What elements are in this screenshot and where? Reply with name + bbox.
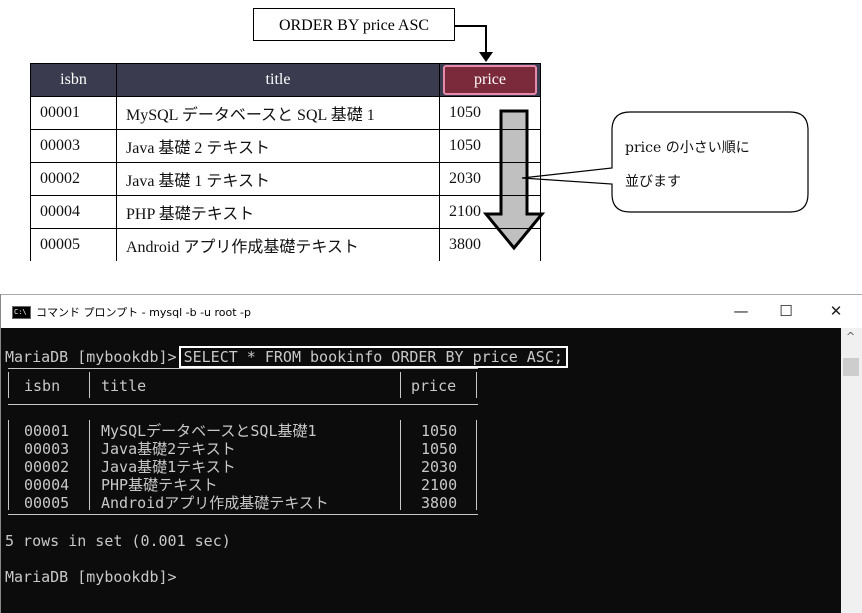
scroll-up-icon[interactable]: ^ [846, 330, 856, 343]
price-highlight: price [443, 65, 537, 95]
console-output[interactable]: MariaDB [mybookdb]>SELECT * FROM bookinf… [1, 328, 841, 613]
console-cell-title: Androidアプリ作成基礎テキスト [101, 494, 329, 512]
table-border-header [8, 404, 478, 405]
console-cell-title: Java基礎1テキスト [101, 458, 236, 476]
header-title: title [116, 63, 440, 97]
header-price: price [439, 63, 541, 97]
command-prompt-window: C:\ コマンド プロンプト - mysql -b -u root -p — ☐… [0, 294, 862, 613]
console-header-title: title [101, 377, 147, 395]
cell-title: Java 基礎 2 テキスト [116, 129, 440, 163]
window-title: コマンド プロンプト - mysql -b -u root -p [36, 306, 252, 319]
table-vline [8, 420, 9, 510]
console-cell-price: 1050 [421, 422, 458, 440]
cell-title: PHP 基礎テキスト [116, 195, 440, 229]
close-button[interactable]: ✕ [829, 302, 843, 320]
rows-summary: 5 rows in set (0.001 sec) [5, 532, 231, 550]
cell-title: MySQL データベースと SQL 基礎 1 [116, 96, 440, 130]
speech-line-1: price の小さい順に [625, 140, 750, 156]
console-cell-price: 2100 [421, 476, 458, 494]
connector-line [455, 25, 487, 55]
table-vline [476, 420, 477, 510]
cell-isbn: 00004 [30, 195, 117, 229]
speech-bubble [521, 111, 809, 213]
console-cell-price: 2030 [421, 458, 458, 476]
console-cell-title: PHP基礎テキスト [101, 476, 218, 494]
cell-isbn: 00003 [30, 129, 117, 163]
console-cell-isbn: 00003 [24, 440, 70, 458]
table-border-bottom [8, 514, 478, 515]
cell-isbn: 00001 [30, 96, 117, 130]
minimize-button[interactable]: — [733, 302, 749, 320]
console-cell-title: MySQLデータベースとSQL基礎1 [101, 422, 317, 440]
cell-price: 1050 [439, 129, 541, 163]
console-cell-isbn: 00001 [24, 422, 70, 440]
scrollbar-thumb[interactable] [843, 358, 859, 376]
sql-command-highlight: SELECT * FROM bookinfo ORDER BY price AS… [178, 346, 568, 368]
table-vline [400, 420, 401, 510]
table-row: 00003 Java 基礎 2 テキスト 1050 [30, 129, 541, 163]
next-prompt: MariaDB [mybookdb]> [5, 568, 177, 586]
console-cell-isbn: 00005 [24, 494, 70, 512]
sorted-result-table: isbn title price 00001 MySQL データベースと SQL… [30, 63, 541, 261]
connector-arrowhead [479, 52, 493, 62]
table-vline [89, 420, 90, 510]
table-row: 00005 Android アプリ作成基礎テキスト 3800 [30, 228, 541, 261]
cell-isbn: 00005 [30, 228, 117, 261]
console-header-price: price [411, 377, 457, 395]
table-vline [400, 372, 401, 398]
cell-price: 3800 [439, 228, 541, 261]
console-cell-isbn: 00002 [24, 458, 70, 476]
table-vline [476, 372, 477, 398]
table-row: 00004 PHP 基礎テキスト 2100 [30, 195, 541, 229]
vertical-scrollbar[interactable]: ^ [841, 328, 862, 613]
table-header-row: isbn title price [30, 63, 541, 97]
command-line: MariaDB [mybookdb]>SELECT * FROM bookinf… [5, 346, 568, 368]
console-cell-price: 1050 [421, 440, 458, 458]
cell-title: Android アプリ作成基礎テキスト [116, 228, 440, 261]
console-icon: C:\ [12, 306, 31, 319]
prompt: MariaDB [mybookdb]> [5, 348, 177, 366]
table-border-top [8, 368, 478, 369]
header-isbn: isbn [30, 63, 117, 97]
console-cell-title: Java基礎2テキスト [101, 440, 236, 458]
cell-price: 1050 [439, 96, 541, 130]
cell-isbn: 00002 [30, 162, 117, 196]
speech-line-2: 並びます [625, 174, 681, 190]
table-vline [8, 372, 9, 398]
order-by-callout: ORDER BY price ASC [253, 8, 455, 41]
cell-price: 2030 [439, 162, 541, 196]
console-header-isbn: isbn [24, 377, 61, 395]
console-cell-isbn: 00004 [24, 476, 70, 494]
maximize-button[interactable]: ☐ [779, 302, 793, 320]
window-titlebar[interactable]: C:\ コマンド プロンプト - mysql -b -u root -p — ☐… [1, 294, 862, 328]
cell-title: Java 基礎 1 テキスト [116, 162, 440, 196]
table-row: 00002 Java 基礎 1 テキスト 2030 [30, 162, 541, 196]
table-row: 00001 MySQL データベースと SQL 基礎 1 1050 [30, 96, 541, 130]
console-cell-price: 3800 [421, 494, 458, 512]
speech-bubble-text: price の小さい順に 並びます [625, 131, 795, 199]
table-vline [89, 372, 90, 398]
cell-price: 2100 [439, 195, 541, 229]
